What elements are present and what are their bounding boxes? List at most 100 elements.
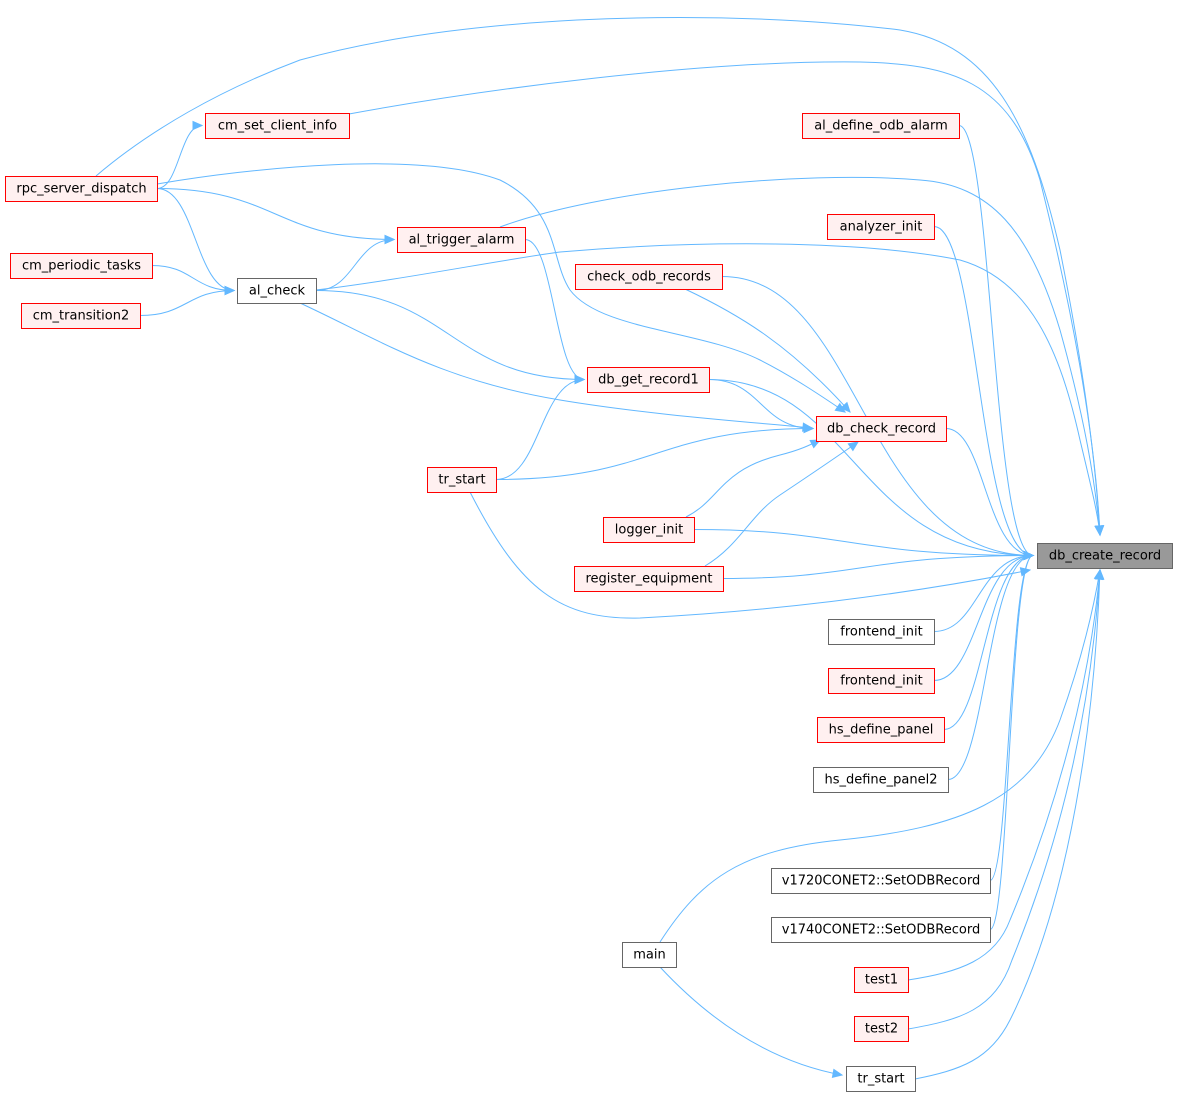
node-box[interactable] <box>427 467 497 493</box>
edge-main-to-tr_start_b <box>659 966 844 1078</box>
edge-db_get_record1-to-db_create_record <box>708 379 1035 561</box>
node-rpc-server-dispatch[interactable]: rpc_server_dispatch <box>5 176 158 202</box>
node-cm-transition2[interactable]: cm_transition2 <box>21 303 141 329</box>
edge-db_get_record1-to-db_check_record <box>708 379 815 434</box>
node-box[interactable] <box>205 113 350 139</box>
node-v1740[interactable]: v1740CONET2::SetODBRecord <box>771 917 991 943</box>
edge-line <box>704 441 859 567</box>
node-label: v1740CONET2::SetODBRecord <box>782 923 980 938</box>
node-test1[interactable]: test1 <box>854 967 909 993</box>
node-label: logger_init <box>615 523 683 538</box>
node-label: db_create_record <box>1049 549 1161 564</box>
edges-layer <box>95 17 1105 1080</box>
edge-logger_init-to-db_check_record <box>685 439 822 518</box>
edge-arrowhead <box>1094 568 1105 580</box>
node-box[interactable] <box>397 227 526 253</box>
node-tr-start-a[interactable]: tr_start <box>427 467 497 493</box>
node-box[interactable] <box>854 967 909 993</box>
edge-line <box>499 176 1101 536</box>
node-label: test1 <box>865 973 898 988</box>
node-label: analyzer_init <box>840 220 923 235</box>
edge-line <box>914 569 1101 1080</box>
edge-line <box>708 379 1034 556</box>
nodes-layer: db_create_record cm_set_client_info al_def… <box>5 113 1173 1092</box>
node-label: cm_set_client_info <box>218 119 337 134</box>
node-label: frontend_init <box>840 625 922 640</box>
edge-line <box>933 226 1034 556</box>
node-main[interactable]: main <box>622 942 677 968</box>
edge-line <box>685 439 821 518</box>
edge-analyzer_init-to-db_create_record <box>933 226 1035 561</box>
node-box[interactable] <box>603 517 695 543</box>
edge-arrowhead <box>192 120 204 131</box>
node-test2[interactable]: test2 <box>854 1016 909 1042</box>
edge-line <box>315 290 585 380</box>
node-box[interactable] <box>587 367 710 393</box>
node-box[interactable] <box>802 113 960 139</box>
edge-arrowhead <box>847 441 860 452</box>
node-box[interactable] <box>817 717 945 743</box>
edge-register_equipment-to-db_create_record <box>722 550 1035 579</box>
node-box[interactable] <box>854 1016 909 1042</box>
node-db-create-record[interactable]: db_create_record <box>1037 543 1173 569</box>
edge-line <box>722 555 1034 579</box>
edge-line <box>659 569 1101 943</box>
node-box[interactable] <box>771 868 991 894</box>
node-box[interactable] <box>1037 543 1173 569</box>
edge-line <box>156 125 203 189</box>
node-db-check-record[interactable]: db_check_record <box>816 416 947 442</box>
node-box[interactable] <box>828 619 935 645</box>
node-al-trigger-alarm[interactable]: al_trigger_alarm <box>397 227 526 253</box>
edge-rpc_server_dispatch-to-al_trigger_alarm <box>156 188 396 245</box>
node-box[interactable] <box>237 278 317 304</box>
edge-rpc_server_dispatch-to-cm_set_client_info <box>156 120 204 189</box>
edge-al_check-to-al_trigger_alarm <box>315 234 396 291</box>
edge-arrowhead <box>1094 525 1104 537</box>
node-box[interactable] <box>828 668 935 694</box>
node-frontend-init-b[interactable]: frontend_init <box>828 668 935 694</box>
edge-cm_set_client_info-to-db_create_record <box>348 61 1105 537</box>
node-db-get-record1[interactable]: db_get_record1 <box>587 367 710 393</box>
edge-check_odb_records-to-db_check_record <box>684 288 851 413</box>
edge-cm_transition2-to-al_check <box>139 285 236 316</box>
node-box[interactable] <box>10 253 153 279</box>
node-box[interactable] <box>771 917 991 943</box>
node-label: db_get_record1 <box>598 373 699 388</box>
edge-tr_start_b-to-db_create_record <box>914 568 1105 1080</box>
edge-test2-to-db_create_record <box>907 568 1105 1030</box>
node-box[interactable] <box>827 214 935 240</box>
node-box[interactable] <box>575 264 723 290</box>
node-al-define-odb-alarm[interactable]: al_define_odb_alarm <box>802 113 960 139</box>
node-v1720[interactable]: v1720CONET2::SetODBRecord <box>771 868 991 894</box>
node-hs-define-panel2[interactable]: hs_define_panel2 <box>813 767 949 793</box>
node-box[interactable] <box>816 416 947 442</box>
edge-line <box>315 239 395 291</box>
node-hs-define-panel[interactable]: hs_define_panel <box>817 717 945 743</box>
node-cm-periodic-tasks[interactable]: cm_periodic_tasks <box>10 253 153 279</box>
edge-v1740-to-db_create_record <box>989 550 1035 930</box>
node-box[interactable] <box>813 767 949 793</box>
node-box[interactable] <box>21 303 141 329</box>
node-logger-init[interactable]: logger_init <box>603 517 695 543</box>
node-analyzer-init[interactable]: analyzer_init <box>827 214 935 240</box>
edge-hs_define_panel2-to-db_create_record <box>947 550 1035 780</box>
edge-rpc_server_dispatch-to-al_check <box>156 188 236 296</box>
node-frontend-init-a[interactable]: frontend_init <box>828 619 935 645</box>
edge-line <box>495 428 814 480</box>
node-box[interactable] <box>5 176 158 202</box>
node-cm-set-client-info[interactable]: cm_set_client_info <box>205 113 350 139</box>
node-check-odb-records[interactable]: check_odb_records <box>575 264 723 290</box>
edge-cm_periodic_tasks-to-al_check <box>151 265 236 296</box>
edge-tr_start_a-to-db_get_record1 <box>495 374 586 480</box>
edge-al_check-to-db_get_record1 <box>315 290 586 385</box>
node-label: v1720CONET2::SetODBRecord <box>782 874 980 889</box>
node-tr-start-b[interactable]: tr_start <box>846 1066 916 1092</box>
edge-al_trigger_alarm-to-db_create_record <box>499 176 1104 537</box>
node-label: hs_define_panel2 <box>824 773 937 788</box>
node-box[interactable] <box>622 942 677 968</box>
node-label: hs_define_panel <box>829 723 934 738</box>
node-register-equipment[interactable]: register_equipment <box>574 566 724 592</box>
node-box[interactable] <box>574 566 724 592</box>
node-box[interactable] <box>846 1066 916 1092</box>
node-al-check[interactable]: al_check <box>237 278 317 304</box>
